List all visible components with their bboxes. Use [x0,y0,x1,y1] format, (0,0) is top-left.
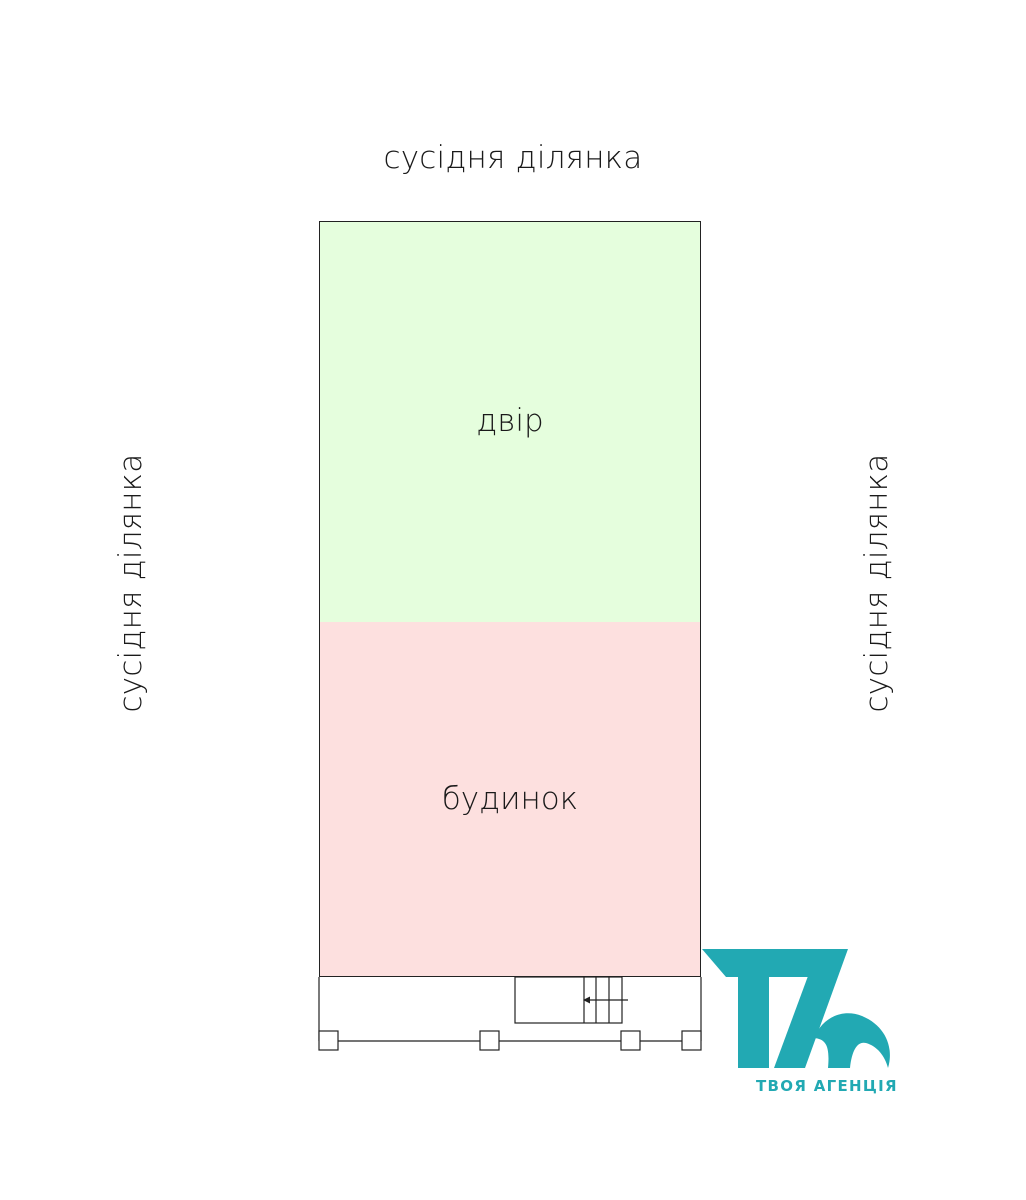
yard-label: двір [476,403,544,439]
stair-arrow-icon [583,996,628,1004]
neighbor-plot-label-top: сусідня ділянка [383,140,643,176]
porch-column [681,1030,702,1051]
house-label: будинок [441,781,579,817]
porch-column [318,1030,339,1051]
agency-logo [702,949,890,1068]
agency-logo-text: ТВОЯ АГЕНЦІЯ [756,1077,898,1095]
logo-letter-a [774,949,848,1068]
logo-letter-t [702,949,818,1068]
porch-column [620,1030,641,1051]
house-zone: будинок [319,622,701,977]
yard-zone: двір [319,221,701,623]
logo-curl [814,1013,890,1068]
porch-column [479,1030,500,1051]
